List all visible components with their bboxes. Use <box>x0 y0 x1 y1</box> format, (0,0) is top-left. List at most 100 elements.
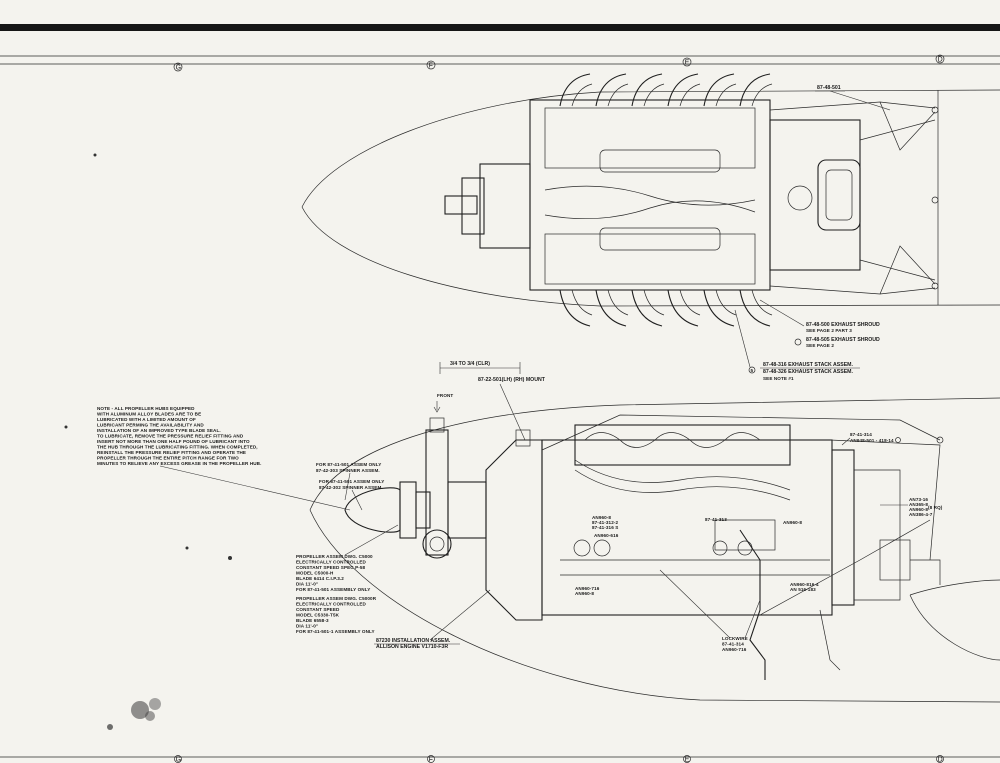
svg-text:3/4 TO 3/4 (CLR): 3/4 TO 3/4 (CLR) <box>450 361 490 367</box>
svg-text:FOR 87-41-501 ASSEM ONLY: FOR 87-41-501 ASSEM ONLY <box>319 479 384 484</box>
svg-text:INSTALLATION OF AN IMPROVED TY: INSTALLATION OF AN IMPROVED TYPE BLADE S… <box>97 428 221 433</box>
svg-text:(8 RQ): (8 RQ) <box>928 505 943 510</box>
svg-text:LOCKWIRE: LOCKWIRE <box>722 636 748 641</box>
side-view-fuselage-lower <box>309 509 1000 703</box>
svg-text:LUBRICATED WITH A LIMITED AMOU: LUBRICATED WITH A LIMITED AMOUNT OF <box>97 417 196 422</box>
svg-text:FOR 87-41-501 ASSEM ONLY: FOR 87-41-501 ASSEM ONLY <box>316 462 381 467</box>
svg-text:87-41-314: 87-41-314 <box>850 432 872 437</box>
mount-leader <box>499 383 526 441</box>
svg-text:D: D <box>938 757 943 763</box>
svg-text:NOTE - ALL PROPELLER HUBS EQUI: NOTE - ALL PROPELLER HUBS EQUIPPED <box>97 406 195 411</box>
svg-text:AN960-716: AN960-716 <box>575 586 600 591</box>
svg-text:87-42-302 SPINNER ASSEM.: 87-42-302 SPINNER ASSEM. <box>319 485 383 490</box>
svg-text:PROPELLER ASSEM DWG. C5000: PROPELLER ASSEM DWG. C5000 <box>296 554 373 559</box>
svg-text:SEE PAGE 2: SEE PAGE 2 <box>806 343 834 348</box>
side-view: 3/4 TO 3/4 (CLR) 87-22-501(LH) (RH) MOUN… <box>97 361 1000 703</box>
top-view-part-leader <box>829 90 891 111</box>
svg-text:MODEL C5000-H: MODEL C5000-H <box>296 571 334 576</box>
side-view-engine-body <box>541 424 941 680</box>
svg-text:CONSTANT SPEED: CONSTANT SPEED <box>296 607 340 612</box>
svg-text:AN 516-183: AN 516-183 <box>790 587 816 592</box>
svg-text:AN365-8: AN365-8 <box>909 502 928 507</box>
top-view: 87-48-501 87-48-500 EXHAUST SHROUD SEE P… <box>301 73 1000 381</box>
small-part-tags: AN960-8 87-41-312-2 87-41-316 S AN960-61… <box>575 515 819 596</box>
right-callouts: 87-41-314 AN948-501 - 418-14 <box>841 432 901 446</box>
svg-text:MODEL C5330-T5K: MODEL C5330-T5K <box>296 613 340 618</box>
svg-text:PROPELLER ASSEM DWG. C5000R: PROPELLER ASSEM DWG. C5000R <box>296 596 377 601</box>
zone-markers-top: G F E D <box>173 54 945 72</box>
svg-text:WITH ALUMINUM ALLOY BLADES ARE: WITH ALUMINUM ALLOY BLADES ARE TO BE <box>97 412 201 417</box>
svg-text:BLADE 6558-3: BLADE 6558-3 <box>296 618 329 623</box>
far-right-callouts: AN73-16 AN365-8 AN960-8 AN386-4-7 (8 RQ) <box>880 497 943 517</box>
svg-text:DIA 11'-0": DIA 11'-0" <box>296 582 318 587</box>
side-view-mount-callout: 87-22-501(LH) (RH) MOUNT <box>478 377 546 383</box>
svg-text:5: 5 <box>751 368 754 373</box>
svg-text:FOR 87-41-501 ASSEMBLY ONLY: FOR 87-41-501 ASSEMBLY ONLY <box>296 587 370 592</box>
svg-text:87-48-500 EXHAUST SHROUD: 87-48-500 EXHAUST SHROUD <box>806 322 880 328</box>
top-view-mount-struts <box>769 101 939 295</box>
top-view-shroud-callouts: 87-48-500 EXHAUST SHROUD SEE PAGE 2 PART… <box>759 299 880 348</box>
svg-text:LUBRICANT PERMING THE AVAILABI: LUBRICANT PERMING THE AVAILABILITY AND <box>97 423 204 428</box>
svg-text:AN960-616: AN960-616 <box>594 533 619 538</box>
top-view-stack-callouts: 87-48-316 EXHAUST STACK ASSEM. 87-48-326… <box>734 309 860 381</box>
svg-text:AN960-8: AN960-8 <box>592 515 611 520</box>
svg-text:CONSTANT SPEED SPEC P-58: CONSTANT SPEED SPEC P-58 <box>296 565 366 570</box>
svg-text:AN960-816-4: AN960-816-4 <box>790 582 819 587</box>
svg-text:PROPELLER THROUGH THE ENTIRE P: PROPELLER THROUGH THE ENTIRE PITCH RANGE… <box>97 456 239 461</box>
side-view-dimension: 3/4 TO 3/4 (CLR) <box>439 361 521 374</box>
svg-text:D: D <box>938 57 943 64</box>
svg-text:F: F <box>429 757 433 763</box>
svg-text:INSERT NOT MORE THAN ONE HALF: INSERT NOT MORE THAN ONE HALF POUND OF L… <box>97 439 250 444</box>
front-label: FRONT <box>437 393 453 398</box>
paper-smudges <box>64 153 232 730</box>
top-border-bar <box>0 24 1000 31</box>
svg-text:87-41-316 S: 87-41-316 S <box>592 525 618 530</box>
side-view-propeller <box>344 417 487 559</box>
svg-text:87-48-505 EXHAUST SHROUD: 87-48-505 EXHAUST SHROUD <box>806 337 880 343</box>
svg-text:SEE PAGE 2 PART 3: SEE PAGE 2 PART 3 <box>806 328 852 333</box>
front-arrow <box>433 401 441 413</box>
svg-text:E: E <box>685 60 690 67</box>
installation-callout: 87230 INSTALLATION ASSEM. ALLISON ENGINE… <box>374 589 491 650</box>
svg-text:ELECTRICALLY CONTROLLED: ELECTRICALLY CONTROLLED <box>296 560 367 565</box>
lubrication-note: NOTE - ALL PROPELLER HUBS EQUIPPED WITH … <box>97 406 351 511</box>
lockwire-callout: LOCKWIRE 87-41-314 AN960-716 <box>659 569 761 652</box>
top-view-part-number: 87-48-501 <box>817 85 841 91</box>
svg-text:E: E <box>685 757 690 763</box>
svg-text:AN960-716: AN960-716 <box>722 647 747 652</box>
propeller-spec-a: PROPELLER ASSEM DWG. C5000 ELECTRICALLY … <box>296 524 399 592</box>
top-view-engine-block <box>529 99 861 291</box>
svg-text:THE HUB THROUGH THE LUBRICATIN: THE HUB THROUGH THE LUBRICATING FITTING.… <box>97 445 258 450</box>
svg-text:AN960-8: AN960-8 <box>909 507 928 512</box>
svg-text:AN960-8: AN960-8 <box>783 520 802 525</box>
top-view-exhaust-stacks-lower <box>559 289 773 327</box>
svg-text:TO LUBRICATE, REMOVE THE PRESS: TO LUBRICATE, REMOVE THE PRESSURE RELIEF… <box>97 434 244 439</box>
svg-text:F: F <box>429 63 433 70</box>
svg-text:AN960-8: AN960-8 <box>575 591 594 596</box>
svg-text:AN386-4-7: AN386-4-7 <box>909 512 933 517</box>
svg-text:87-48-326 EXHAUST STACK ASSEM.: 87-48-326 EXHAUST STACK ASSEM. <box>763 369 853 375</box>
svg-text:G: G <box>176 757 181 763</box>
svg-text:AN948-501 - 418-14: AN948-501 - 418-14 <box>850 438 894 443</box>
side-view-mount-struts <box>541 414 944 616</box>
svg-text:AN73-16: AN73-16 <box>909 497 928 502</box>
svg-text:ELECTRICALLY CONTROLLED: ELECTRICALLY CONTROLLED <box>296 602 367 607</box>
svg-text:REINSTALL THE PRESSURE RELIEF: REINSTALL THE PRESSURE RELIEF FITTING AN… <box>97 450 246 455</box>
svg-text:87-41-313: 87-41-313 <box>705 517 727 522</box>
svg-text:87-41-314: 87-41-314 <box>722 642 744 647</box>
svg-text:87-41-312-2: 87-41-312-2 <box>592 520 618 525</box>
propeller-spec-b: PROPELLER ASSEM DWG. C5000R ELECTRICALLY… <box>296 596 377 634</box>
side-view-gear-case <box>485 429 543 621</box>
svg-text:G: G <box>176 65 181 72</box>
spinner-callouts: FOR 87-41-501 ASSEM ONLY 87-42-303 SPINN… <box>316 462 384 511</box>
svg-text:FOR 87-41-501-1 ASSEMBLY ONLY: FOR 87-41-501-1 ASSEMBLY ONLY <box>296 629 375 634</box>
side-view-wing-fairing <box>909 594 1000 661</box>
svg-text:BLADE 6414 C.I.P.3.2: BLADE 6414 C.I.P.3.2 <box>296 576 344 581</box>
svg-text:SEE NOTE #1: SEE NOTE #1 <box>763 376 794 381</box>
svg-text:ALLISON ENGINE V1710-F3R: ALLISON ENGINE V1710-F3R <box>376 644 448 650</box>
svg-text:DIA 11'-0": DIA 11'-0" <box>296 624 318 629</box>
svg-text:87230 INSTALLATION ASSEM.: 87230 INSTALLATION ASSEM. <box>376 638 451 644</box>
svg-text:MINUTES TO RELIEVE ANY EXCESS: MINUTES TO RELIEVE ANY EXCESS GREASE IN … <box>97 461 261 466</box>
